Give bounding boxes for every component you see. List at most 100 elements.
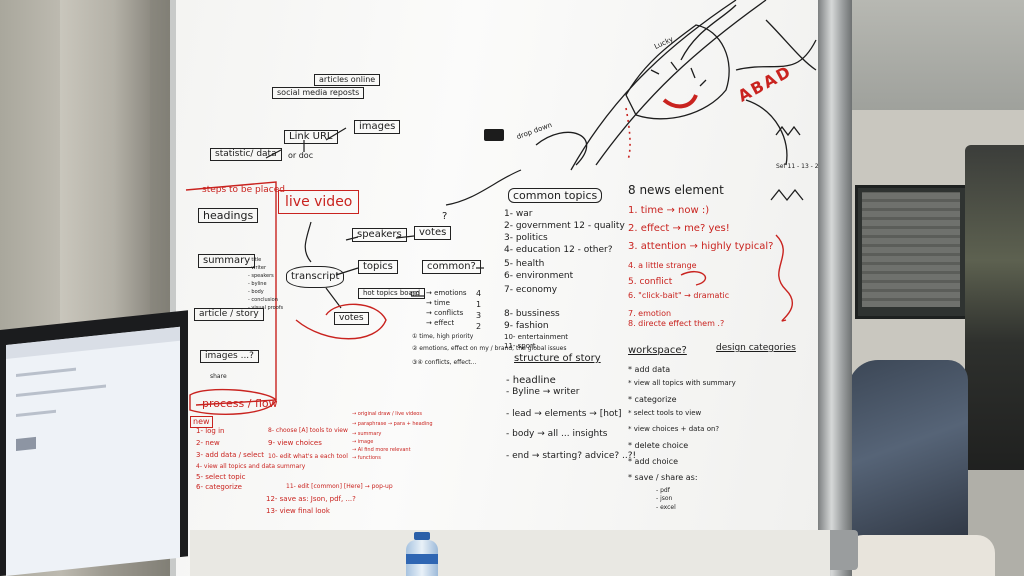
share-label: share bbox=[210, 373, 227, 380]
topic-1: 1- war bbox=[504, 209, 533, 219]
tiger-drawing bbox=[535, 0, 817, 202]
topic-6: 6- environment bbox=[504, 271, 574, 281]
process-step-2: 2- new bbox=[196, 439, 220, 447]
link-url-box: Link URL bbox=[284, 130, 338, 144]
topic-11: 11- sport bbox=[504, 342, 536, 350]
workspace-item-2: * view all topics with summary bbox=[628, 379, 736, 387]
process-option-2: → paraphrase → para + heading bbox=[352, 421, 433, 427]
process-step-5: 5- select topic bbox=[196, 473, 246, 481]
board-drawings bbox=[185, 0, 817, 415]
effect-list-2: → time bbox=[426, 299, 450, 307]
new-badge: new bbox=[190, 416, 213, 428]
votes-box-2: votes bbox=[334, 312, 369, 325]
story-task-3: - speakers bbox=[248, 273, 274, 279]
common-topics-title: common topics bbox=[508, 188, 603, 203]
news-element-7: 7. emotion bbox=[628, 309, 672, 318]
topic-9: 9- fashion bbox=[504, 321, 549, 331]
red-loops bbox=[185, 181, 793, 415]
effect-number-4: 2 bbox=[476, 322, 482, 331]
process-choice-2: 9- view choices bbox=[268, 439, 322, 447]
hot-topics-board-box: hot topics board bbox=[358, 288, 426, 299]
effect-number-1: 4 bbox=[476, 289, 482, 298]
process-step-6: 6- categorize bbox=[196, 483, 242, 491]
transcript-cloud: transcript bbox=[286, 266, 345, 288]
process-step-1: 1- log in bbox=[196, 427, 225, 435]
process-flow-title: process / flow bbox=[202, 397, 278, 410]
social-media-reposts-box: social media reposts bbox=[272, 87, 365, 99]
effect-list-3: → conflicts bbox=[426, 309, 464, 317]
process-choice-3: 10- edit what's a each tool bbox=[268, 453, 348, 460]
article-story-box: article / story bbox=[194, 308, 264, 321]
structure-5: - end → starting? advice? ..?! bbox=[506, 451, 637, 461]
process-step-3: 3- add data / select bbox=[196, 451, 264, 459]
structure-4: - body → all ... insights bbox=[506, 429, 608, 439]
news-element-8: 8. directe effect them .? bbox=[628, 319, 725, 328]
story-task-1: - title bbox=[248, 257, 262, 263]
workspace-item-3: * categorize bbox=[628, 395, 677, 404]
news-element-4: 4. a little strange bbox=[628, 261, 697, 270]
question-mark: ? bbox=[442, 211, 448, 222]
news-element-5: 5. conflict bbox=[628, 277, 673, 287]
workspace-format-3: - excel bbox=[656, 504, 676, 511]
effect-list-4: → effect bbox=[426, 319, 455, 327]
or-doc-label: or doc bbox=[288, 151, 314, 160]
topic-2: 2- government 12 - quality bbox=[504, 221, 625, 231]
news-element-title: 8 news element bbox=[628, 183, 724, 197]
topic-4: 4- education 12 - other? bbox=[504, 245, 613, 255]
board-magnet bbox=[484, 129, 504, 141]
effect-number-3: 3 bbox=[476, 311, 482, 320]
process-choice-1: 8- choose [A] tools to view bbox=[268, 427, 348, 434]
on-label: on bbox=[410, 289, 420, 298]
votes-box: votes bbox=[414, 226, 452, 240]
sofa bbox=[965, 145, 1024, 475]
news-element-1: 1. time → now :) bbox=[628, 205, 710, 216]
bottle-cap bbox=[414, 532, 430, 540]
images-box: images bbox=[354, 120, 401, 134]
articles-online-box: articles online bbox=[314, 74, 381, 86]
metal-pole bbox=[818, 0, 852, 576]
summary-box: summary bbox=[198, 254, 256, 268]
workspace-item-6: * delete choice bbox=[628, 441, 689, 450]
process-choice-4: 11- edit [common] [Here] → pop-up bbox=[286, 483, 393, 490]
topics-box: topics bbox=[358, 260, 398, 274]
process-choice-5: 12- save as: Json, pdf, ...? bbox=[266, 495, 356, 503]
screen-text-line bbox=[16, 409, 56, 417]
story-task-5: - body bbox=[248, 289, 264, 295]
workspace-item-1: * add data bbox=[628, 365, 671, 374]
process-option-5: → AI find more relevant bbox=[352, 447, 411, 453]
statistic-data-box: statistic/ data bbox=[210, 148, 282, 161]
drawing-tag: Sef 11 - 13 - 22 bbox=[776, 163, 823, 170]
process-step-4: 4- view all topics and data summary bbox=[196, 463, 306, 470]
story-task-7: - visual proofs bbox=[248, 305, 284, 311]
images-placeholder-box: images ...? bbox=[200, 350, 259, 363]
chair-back bbox=[845, 535, 995, 576]
effect-number-2: 1 bbox=[476, 300, 482, 309]
bottle-label bbox=[406, 554, 438, 564]
common-box: common? bbox=[422, 260, 481, 274]
process-option-3: → summary bbox=[352, 431, 382, 437]
topic-5: 5- health bbox=[504, 259, 545, 269]
news-element-2: 2. effect → me? yes! bbox=[628, 223, 730, 234]
speakers-box: speakers bbox=[352, 228, 407, 242]
ceiling bbox=[820, 0, 1024, 110]
water-bottle bbox=[404, 532, 440, 576]
topic-7: 7- economy bbox=[504, 285, 558, 295]
workspace-item-4: * select tools to view bbox=[628, 409, 702, 417]
news-element-3: 3. attention → highly typical? bbox=[628, 241, 774, 252]
process-option-1: → original draw / live videos bbox=[352, 411, 422, 417]
screen-file-icon bbox=[16, 436, 36, 451]
workspace-item-8: * save / share as: bbox=[628, 473, 698, 482]
workspace-item-7: * add choice bbox=[628, 457, 679, 466]
story-task-6: - conclusion bbox=[248, 297, 278, 303]
live-video-box: live video bbox=[278, 190, 360, 214]
structure-of-story-title: structure of story bbox=[514, 353, 601, 364]
workspace-format-2: - json bbox=[656, 495, 673, 502]
window-blinds bbox=[862, 192, 960, 307]
screen-text-line bbox=[16, 384, 106, 397]
news-element-6: 6. "click-bait" → dramatic bbox=[628, 291, 730, 300]
flow-note-1: ① time, high priority bbox=[412, 333, 474, 340]
whiteboard: social media reposts articles online Lin… bbox=[170, 0, 824, 576]
screen-text-line bbox=[16, 367, 76, 377]
topic-8: 8- bussiness bbox=[504, 309, 560, 319]
flow-note-2: ② emotions, effect on my / brand, the gl… bbox=[412, 345, 567, 352]
